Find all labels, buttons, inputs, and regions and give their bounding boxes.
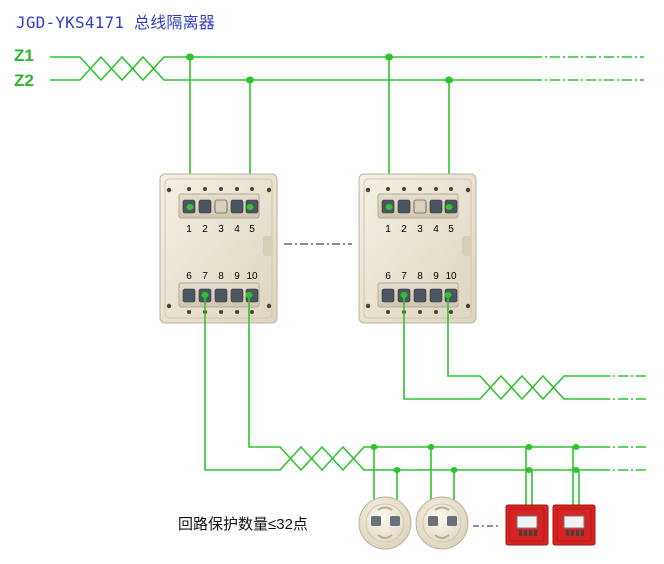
terminal-label: 8 — [417, 271, 423, 282]
terminal-label: 7 — [401, 271, 407, 282]
terminal-label: 1 — [385, 224, 391, 235]
detector-base-2 — [415, 496, 469, 550]
module1-output-wires — [204, 295, 646, 472]
manual-call-point-2 — [552, 504, 596, 546]
protection-note: 回路保护数量≤32点 — [178, 516, 308, 533]
module2-output-wires — [403, 295, 646, 401]
bus-z1 — [50, 55, 644, 82]
terminal-label: 9 — [234, 271, 240, 282]
bus-junctions — [186, 53, 453, 84]
terminal-label: 5 — [249, 224, 255, 235]
terminal-label: 4 — [433, 224, 439, 235]
terminal-label: 1 — [186, 224, 192, 235]
isolator-module-1: 1 2 3 4 5 6 7 8 9 10 — [159, 173, 278, 324]
bus-z2 — [50, 55, 644, 82]
terminal-label: 8 — [218, 271, 224, 282]
terminal-label: 2 — [401, 224, 407, 235]
terminal-label: 9 — [433, 271, 439, 282]
terminal-label: 3 — [218, 224, 224, 235]
bus-label-z2: Z2 — [14, 71, 34, 90]
isolator-module-2: 1 2 3 4 5 6 7 8 9 10 — [358, 173, 477, 324]
terminal-label: 5 — [448, 224, 454, 235]
detector-base-1 — [358, 496, 412, 550]
terminal-label: 4 — [234, 224, 240, 235]
diagram-title: JGD-YKS4171 总线隔离器 — [16, 13, 215, 32]
terminal-label: 6 — [186, 271, 192, 282]
terminal-label: 2 — [202, 224, 208, 235]
terminal-label: 6 — [385, 271, 391, 282]
terminal-label: 7 — [202, 271, 208, 282]
manual-call-point-1 — [505, 504, 549, 546]
terminal-label: 10 — [445, 271, 457, 282]
bus-label-z1: Z1 — [14, 46, 34, 65]
terminal-label: 3 — [417, 224, 423, 235]
device-junctions — [370, 444, 580, 473]
terminal-label: 10 — [246, 271, 258, 282]
